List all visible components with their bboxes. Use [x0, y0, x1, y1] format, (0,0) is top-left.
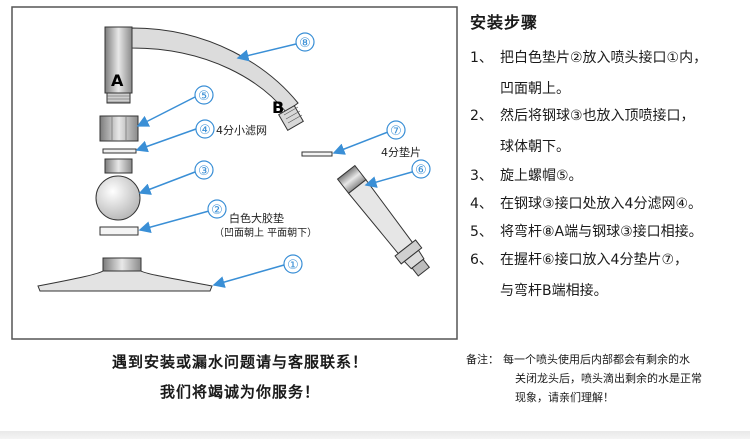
callout-circles — [194, 32, 431, 274]
steps-title: 安装步骤 — [470, 13, 539, 32]
note-line-3: 现象，请亲们理解！ — [515, 391, 614, 404]
bottom-divider — [0, 431, 750, 439]
step-text: 将弯杆⑧A端与钢球③接口相接。 — [500, 224, 703, 240]
step-text: 把白色垫片②放入喷头接口①内， — [500, 50, 708, 66]
step-2-continued: 球体朝下。 — [500, 139, 570, 155]
rubber-gasket-part — [99, 226, 139, 236]
step-number: 1、 — [470, 50, 493, 66]
rubber-gasket-sublabel: （凹面朝上 平面朝下） — [214, 227, 317, 239]
callout-4: ④ — [199, 123, 211, 138]
label-a: A — [111, 71, 124, 90]
callout-1: ① — [287, 258, 299, 273]
step-1: 1、把白色垫片②放入喷头接口①内， — [470, 48, 707, 68]
nut-part — [99, 115, 139, 142]
callout-3: ③ — [198, 164, 210, 179]
step-number: 2、 — [470, 108, 493, 124]
curved-arm-part — [104, 26, 304, 131]
filter-part — [102, 148, 137, 154]
step-text: 在钢球③接口处放入4分滤网④。 — [500, 196, 703, 212]
contact-line-2: 我们将竭诚为你服务！ — [159, 383, 320, 401]
small-gasket-part — [301, 151, 333, 157]
note-line-1: 每一个喷头使用后内部都会有剩余的水 — [503, 353, 690, 366]
callout-5: ⑤ — [198, 89, 210, 104]
step-number: 4、 — [470, 196, 493, 212]
callout-8: ⑧ — [299, 36, 311, 51]
step-number: 3、 — [470, 168, 493, 184]
step-text: 然后将钢球③也放入顶喷接口， — [500, 108, 695, 124]
step-6-continued: 与弯杆B端相接。 — [500, 283, 608, 299]
callout-arrows — [135, 43, 413, 288]
step-text: 旋上螺帽⑤。 — [500, 168, 583, 184]
callout-6: ⑥ — [415, 163, 427, 178]
label-b: B — [272, 98, 284, 117]
step-5: 5、将弯杆⑧A端与钢球③接口相接。 — [470, 222, 703, 242]
step-number: 6、 — [470, 252, 493, 268]
step-6: 6、在握杆⑥接口放入4分垫片⑦， — [470, 250, 688, 270]
contact-line-1: 遇到安装或漏水问题请与客服联系！ — [111, 353, 368, 371]
step-text: 在握杆⑥接口放入4分垫片⑦， — [500, 252, 689, 268]
shower-head-part — [37, 257, 213, 292]
steel-ball-part — [95, 158, 141, 221]
step-2: 2、然后将钢球③也放入顶喷接口， — [470, 106, 695, 126]
callout-7: ⑦ — [390, 124, 402, 139]
handle-part — [336, 164, 431, 277]
step-3: 3、旋上螺帽⑤。 — [470, 166, 583, 186]
note-line-2: 关闭龙头后，喷头滴出剩余的水是正常 — [515, 372, 702, 385]
filter-label: 4分小滤网 — [216, 124, 267, 137]
gasket-label: 4分垫片 — [381, 145, 421, 159]
note-label: 备注： — [466, 353, 499, 366]
step-number: 5、 — [470, 224, 493, 240]
installation-diagram: A B — [11, 6, 458, 340]
step-1-continued: 凹面朝上。 — [500, 81, 570, 97]
rubber-gasket-label: 白色大胶垫 — [229, 211, 284, 225]
callout-2: ② — [211, 203, 223, 218]
step-4: 4、在钢球③接口处放入4分滤网④。 — [470, 194, 702, 214]
